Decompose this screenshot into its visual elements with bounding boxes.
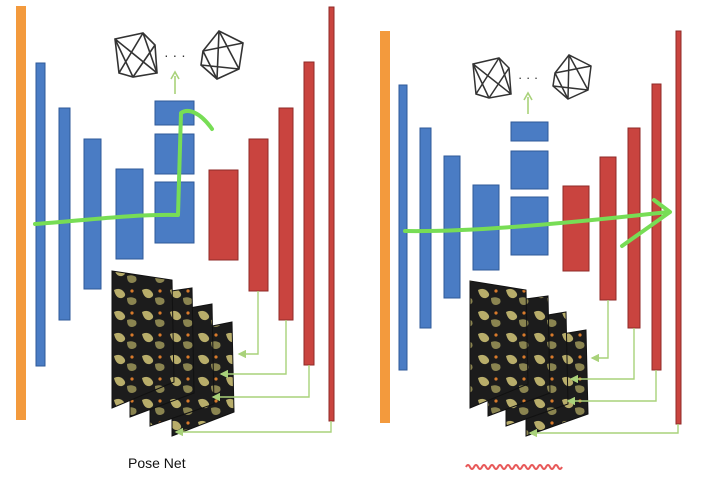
skip-arrow-icon bbox=[528, 300, 679, 438]
encoder-block bbox=[83, 138, 102, 290]
panel-left: · · · bbox=[16, 6, 335, 437]
encoder-block bbox=[154, 181, 195, 244]
mesh-icon bbox=[114, 32, 158, 78]
video-frames-icon bbox=[469, 280, 589, 437]
skip-arrow-icon bbox=[174, 291, 332, 437]
decoder-block bbox=[562, 185, 590, 272]
decoder-block bbox=[248, 138, 269, 292]
up-arrow-icon bbox=[170, 70, 180, 94]
decoder-block bbox=[627, 127, 641, 329]
input-bar bbox=[16, 6, 26, 420]
encoder-block bbox=[419, 127, 432, 329]
panel-caption-pose-net: Pose Net bbox=[128, 455, 186, 471]
video-frames-icon bbox=[111, 270, 235, 437]
encoder-block bbox=[35, 62, 46, 367]
decoder-block bbox=[278, 107, 294, 321]
decoder-block bbox=[675, 30, 682, 425]
mesh-separator: · · · bbox=[164, 47, 186, 63]
encoder-block bbox=[154, 100, 195, 126]
squiggle-underline bbox=[465, 464, 563, 470]
encoder-block bbox=[154, 133, 195, 175]
decoder-block bbox=[328, 6, 335, 422]
decoder-block bbox=[651, 83, 662, 371]
input-bar bbox=[380, 31, 390, 423]
decoder-block bbox=[303, 61, 315, 366]
flow-arrow-icon bbox=[33, 109, 214, 226]
panel-right: · · · bbox=[380, 30, 682, 470]
mesh-icon bbox=[200, 29, 244, 80]
decoder-block bbox=[599, 156, 617, 301]
encoder-block bbox=[398, 84, 408, 371]
up-arrow-icon bbox=[523, 91, 533, 114]
encoder-block bbox=[510, 150, 549, 190]
mesh-icon bbox=[552, 54, 592, 100]
encoder-block bbox=[510, 121, 549, 142]
encoder-block bbox=[58, 107, 71, 321]
mesh-separator: · · · bbox=[518, 70, 538, 85]
encoder-block bbox=[443, 155, 461, 299]
flow-arrow-icon bbox=[403, 198, 672, 248]
mesh-icon bbox=[472, 57, 512, 99]
decoder-block bbox=[208, 169, 239, 261]
